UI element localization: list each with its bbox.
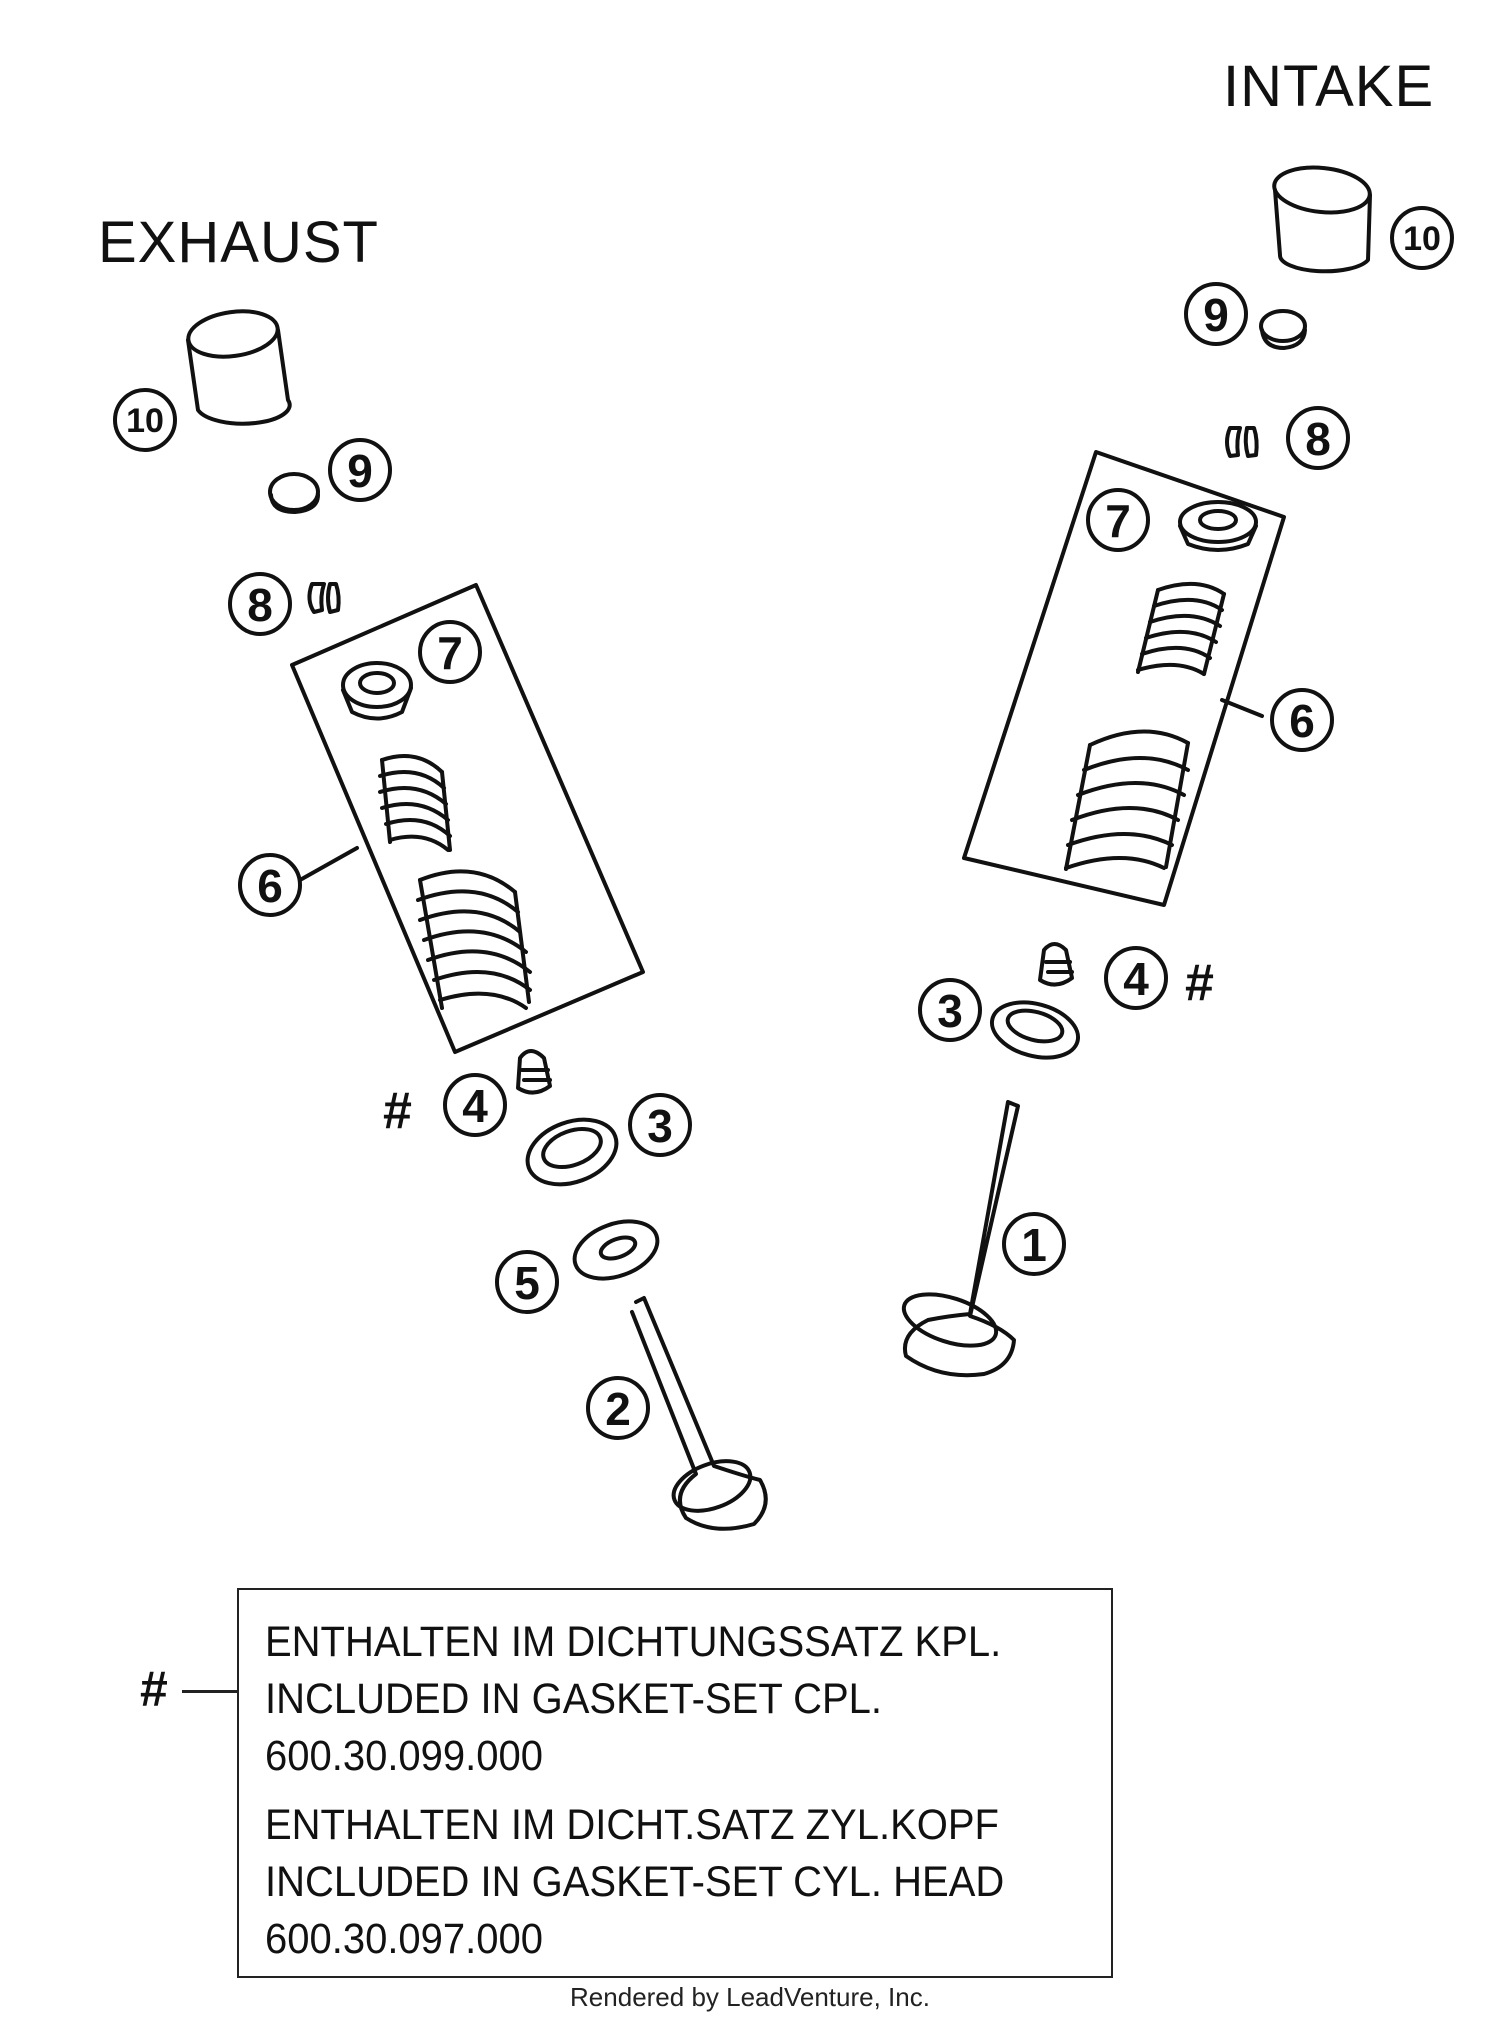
note-line-4: ENTHALTEN IM DICHT.SATZ ZYL.KOPF — [265, 1801, 999, 1849]
callout-9-exhaust-circle — [328, 438, 392, 502]
exhaust-shim — [268, 472, 320, 514]
callout-6-exhaust-circle — [238, 853, 302, 917]
intake-spring-group-box — [962, 450, 1286, 907]
note-line-2: INCLUDED IN GASKET-SET CPL. — [265, 1675, 883, 1723]
callout-5-exhaust-circle — [495, 1250, 559, 1314]
note-hash-marker: # — [140, 1661, 168, 1717]
intake-valve — [901, 1100, 1020, 1378]
intake-label: INTAKE — [1223, 54, 1434, 119]
callout-7-exhaust-circle — [418, 620, 482, 684]
exhaust-valve-collets — [307, 582, 341, 614]
callout-8-intake: 8 — [1305, 413, 1331, 465]
exhaust-valve — [630, 1296, 768, 1531]
callout-7-exhaust: 7 — [437, 627, 463, 679]
callout-4-intake-circle — [1104, 946, 1168, 1010]
callout-6-intake: 6 — [1289, 695, 1315, 747]
callout-6-intake-circle — [1270, 688, 1334, 752]
exhaust-6-leader — [298, 846, 359, 882]
note-leader-line — [182, 1690, 237, 1693]
callout-10-intake-circle — [1390, 206, 1454, 270]
footer-credit: Rendered by LeadVenture, Inc. — [570, 1982, 930, 2012]
note-line-5: INCLUDED IN GASKET-SET CYL. HEAD — [265, 1858, 1005, 1906]
callout-4-intake: 4 — [1123, 953, 1149, 1005]
note-line-3: 600.30.099.000 — [265, 1732, 543, 1780]
callout-1-intake-circle — [1002, 1212, 1066, 1276]
intake-bucket-tappet — [1272, 165, 1372, 274]
exhaust-bucket-tappet — [186, 309, 292, 426]
hash-marker-intake: # — [1185, 954, 1214, 1012]
callout-10-intake: 10 — [1403, 220, 1441, 258]
callout-6-exhaust: 6 — [257, 860, 283, 912]
callout-9-exhaust: 9 — [347, 445, 373, 497]
callout-3-intake-circle — [918, 978, 982, 1042]
callout-5-exhaust: 5 — [514, 1257, 540, 1309]
intake-valve-springs — [1064, 581, 1226, 871]
note-line-1: ENTHALTEN IM DICHTUNGSSATZ KPL. — [265, 1618, 1002, 1666]
callout-3-exhaust-circle — [628, 1093, 692, 1157]
callout-7-intake: 7 — [1105, 495, 1131, 547]
callout-4-exhaust: 4 — [462, 1080, 488, 1132]
exhaust-spring-group-box — [290, 583, 645, 1054]
exhaust-spring-retainer — [341, 661, 413, 721]
exhaust-shim-washer — [572, 1219, 660, 1281]
callout-10-exhaust-circle — [113, 388, 177, 452]
callout-8-exhaust-circle — [228, 572, 292, 636]
intake-spring-retainer — [1178, 500, 1258, 552]
callout-7-intake-circle — [1086, 488, 1150, 552]
intake-6-leader — [1220, 698, 1264, 718]
callout-1-intake: 1 — [1021, 1219, 1047, 1271]
gasket-set-note-box: ENTHALTEN IM DICHTUNGSSATZ KPL. INCLUDED… — [237, 1588, 1113, 1978]
exhaust-label: EXHAUST — [98, 210, 379, 275]
callout-10-exhaust: 10 — [126, 402, 164, 440]
intake-valve-collets — [1225, 426, 1259, 458]
callout-2-exhaust: 2 — [605, 1383, 631, 1435]
callout-9-intake-circle — [1184, 282, 1248, 346]
callout-4-exhaust-circle — [443, 1073, 507, 1137]
hash-marker-exhaust: # — [383, 1082, 412, 1140]
callout-8-exhaust: 8 — [247, 579, 273, 631]
callout-2-exhaust-circle — [586, 1376, 650, 1440]
intake-valve-stem-seal — [1038, 942, 1074, 987]
exhaust-valve-springs — [378, 754, 532, 1010]
intake-spring-seat — [989, 1000, 1081, 1060]
callout-9-intake: 9 — [1203, 289, 1229, 341]
note-line-6: 600.30.097.000 — [265, 1915, 543, 1963]
callout-8-intake-circle — [1286, 406, 1350, 470]
callout-3-intake: 3 — [937, 985, 963, 1037]
exhaust-spring-seat — [525, 1117, 619, 1187]
exhaust-valve-stem-seal — [516, 1049, 552, 1095]
callout-3-exhaust: 3 — [647, 1100, 673, 1152]
intake-shim — [1259, 309, 1307, 350]
